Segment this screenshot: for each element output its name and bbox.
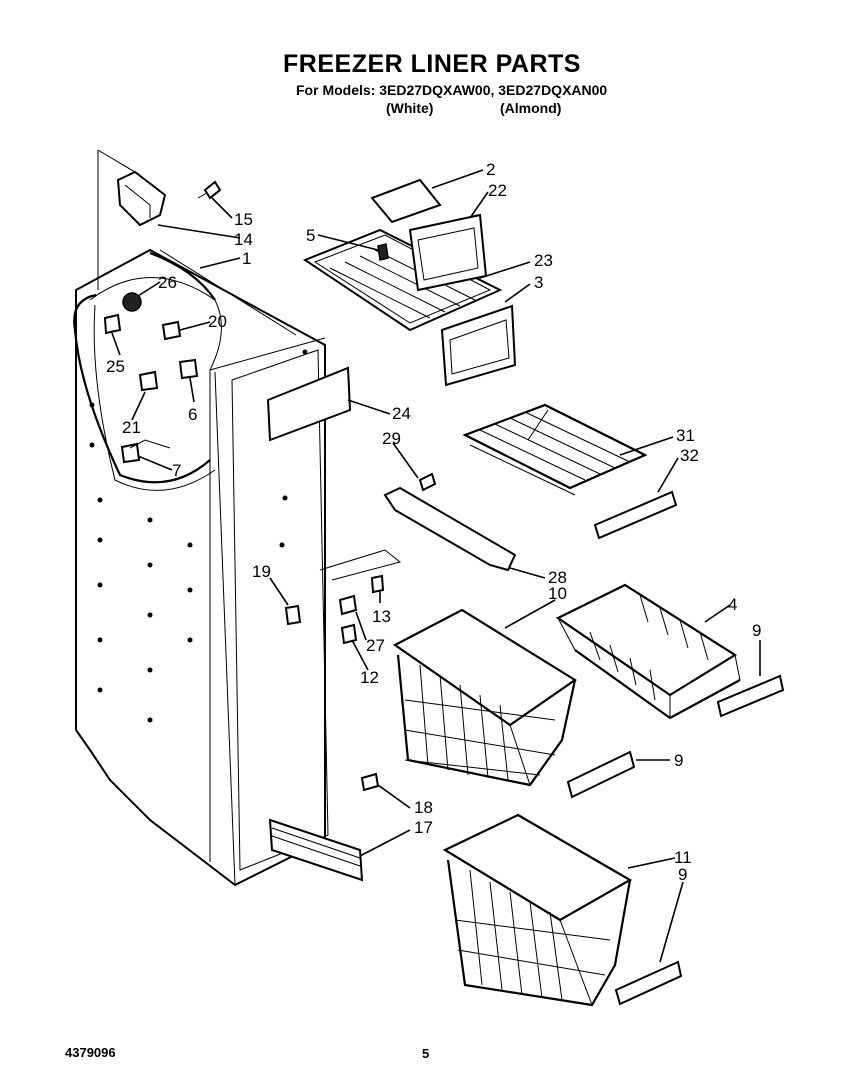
doc-number: 4379096 bbox=[65, 1045, 116, 1060]
clip-13 bbox=[370, 574, 385, 594]
basket-11 bbox=[442, 813, 633, 1007]
callout-13: 13 bbox=[372, 607, 391, 626]
basket-trim-9b bbox=[566, 750, 636, 799]
callout-22: 22 bbox=[488, 181, 507, 200]
models-line: For Models: 3ED27DQXAW00, 3ED27DQXAN00 bbox=[296, 82, 608, 98]
freezer-liner bbox=[73, 248, 329, 887]
screw-18 bbox=[360, 772, 380, 792]
callout-26: 26 bbox=[158, 273, 177, 292]
callout-25: 25 bbox=[106, 357, 125, 376]
callout-2: 2 bbox=[486, 160, 495, 179]
page-title: FREEZER LINER PARTS bbox=[283, 50, 581, 78]
screw-29 bbox=[418, 472, 437, 492]
callout-5: 5 bbox=[306, 226, 315, 245]
callout-29: 29 bbox=[382, 429, 401, 448]
shelf-support-28 bbox=[383, 486, 517, 572]
clip-14 bbox=[116, 170, 167, 227]
callout-21: 21 bbox=[122, 418, 141, 437]
basket-4 bbox=[555, 583, 741, 720]
wire-shelf-31 bbox=[462, 403, 648, 496]
callout-9-c: 9 bbox=[678, 865, 687, 884]
callout-9-a: 9 bbox=[752, 621, 761, 640]
callout-3: 3 bbox=[534, 273, 543, 292]
clip-12 bbox=[340, 623, 358, 645]
callout-24: 24 bbox=[392, 404, 411, 423]
callout-31: 31 bbox=[676, 426, 695, 445]
breaker-strip-24 bbox=[266, 366, 352, 442]
callout-19: 19 bbox=[252, 562, 271, 581]
callout-15: 15 bbox=[234, 210, 253, 229]
callout-1: 1 bbox=[242, 249, 251, 268]
shelf-assembly-top bbox=[302, 178, 517, 387]
callout-6: 6 bbox=[188, 405, 197, 424]
callout-12: 12 bbox=[360, 668, 379, 687]
callout-10: 10 bbox=[548, 584, 567, 603]
basket-trim-9a bbox=[716, 674, 785, 718]
basket-trim-9c bbox=[614, 960, 683, 1006]
callout-14: 14 bbox=[234, 230, 253, 249]
callout-28: 28 bbox=[548, 568, 567, 587]
callout-32: 32 bbox=[680, 446, 699, 465]
finish-almond: (Almond) bbox=[500, 100, 562, 116]
screw-15 bbox=[197, 180, 222, 200]
callout-4: 4 bbox=[728, 595, 737, 614]
page-number: 5 bbox=[422, 1046, 430, 1061]
clip-27 bbox=[338, 594, 358, 616]
shelf-trim-32 bbox=[593, 490, 678, 540]
callout-27: 27 bbox=[366, 636, 385, 655]
callout-9-b: 9 bbox=[674, 751, 683, 770]
callout-11: 11 bbox=[674, 848, 692, 867]
basket-10 bbox=[392, 608, 578, 787]
callout-7: 7 bbox=[172, 461, 181, 480]
finish-white: (White) bbox=[386, 100, 434, 116]
liner-controls bbox=[103, 292, 199, 464]
callout-18: 18 bbox=[414, 798, 433, 817]
callout-17: 17 bbox=[414, 818, 433, 837]
clip-19 bbox=[284, 604, 302, 626]
callout-20: 20 bbox=[208, 312, 227, 331]
callout-23: 23 bbox=[534, 251, 553, 270]
